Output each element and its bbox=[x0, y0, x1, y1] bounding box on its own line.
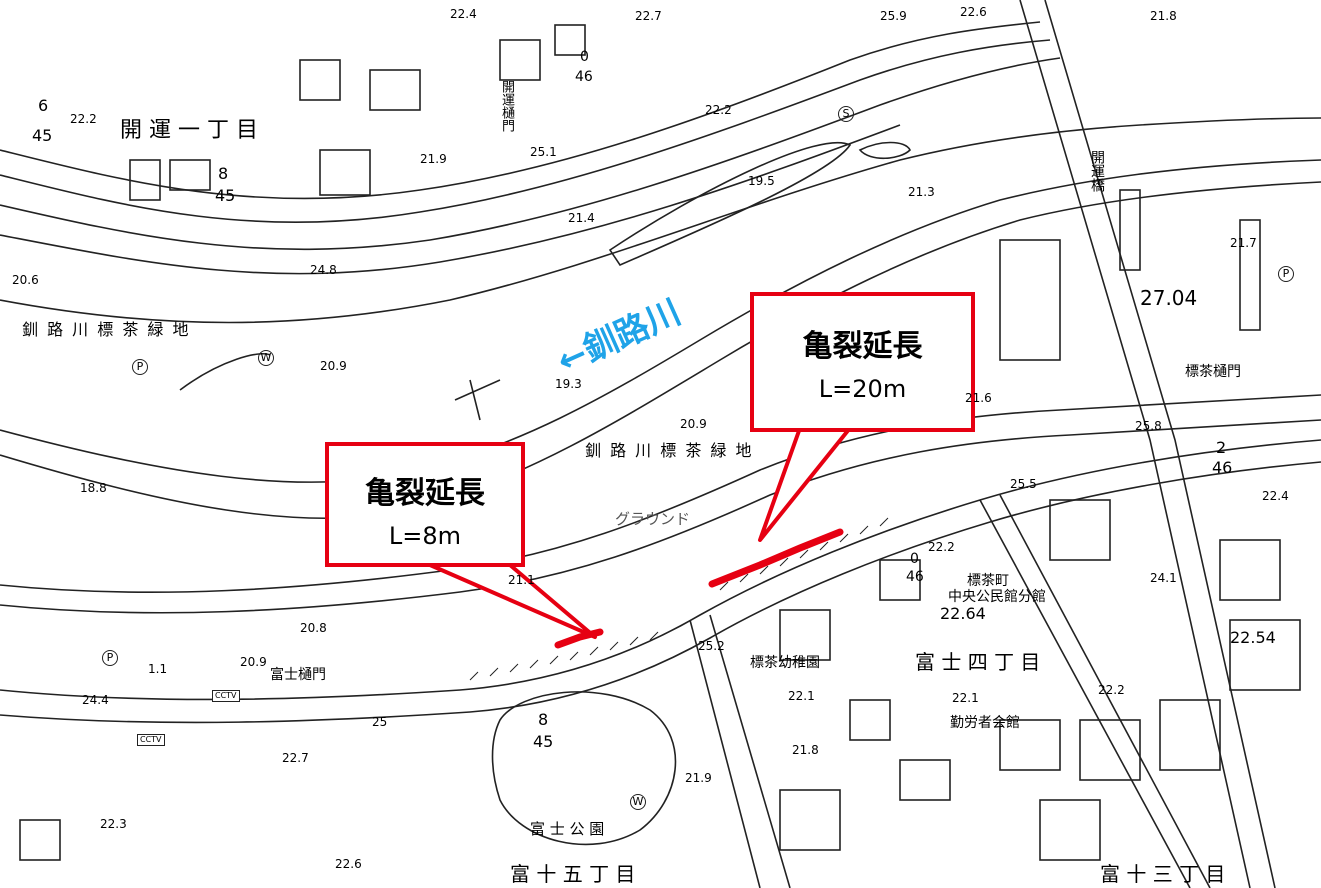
elevation-label: 19.5 bbox=[748, 174, 775, 188]
elevation-label: 21.1 bbox=[508, 573, 535, 587]
elevation-label: 27.04 bbox=[1140, 286, 1198, 310]
parking-icon: P bbox=[1278, 266, 1294, 282]
callout-crack-8m: 亀裂延長 L=8m bbox=[325, 442, 525, 567]
elevation-label: 22.1 bbox=[952, 691, 979, 705]
bridge-west-edge bbox=[1019, 0, 1251, 888]
place-label: 勤労者会館 bbox=[950, 715, 1020, 731]
lot-number: 46 bbox=[906, 569, 924, 585]
place-label: 標茶町 bbox=[967, 573, 1009, 589]
lot-number: 0 bbox=[910, 551, 919, 567]
elevation-label: 21.3 bbox=[908, 185, 935, 199]
elevation-label: 21.9 bbox=[685, 771, 712, 785]
elevation-label: 20.8 bbox=[300, 621, 327, 635]
elevation-label: 18.8 bbox=[80, 481, 107, 495]
callout-length: L=20m bbox=[818, 375, 907, 403]
place-label: 標茶幼稚園 bbox=[750, 655, 820, 671]
elevation-label: 20.9 bbox=[240, 655, 267, 669]
place-label: 中央公民館分館 bbox=[948, 589, 1046, 605]
elevation-label: 20.6 bbox=[12, 273, 39, 287]
lot-number: 0 bbox=[580, 49, 589, 65]
elevation-label: 25 bbox=[372, 715, 388, 729]
elevation-label: 24.1 bbox=[1150, 571, 1177, 585]
callout-crack-20m: 亀裂延長 L=20m bbox=[750, 292, 975, 432]
callout-length: L=8m bbox=[388, 522, 462, 550]
lot-number: 8 bbox=[538, 710, 549, 729]
elevation-label: 22.7 bbox=[635, 9, 662, 23]
elevation-label: 22.6 bbox=[960, 5, 987, 19]
well-icon: W bbox=[258, 350, 274, 366]
lot-number: 2 bbox=[1216, 438, 1227, 457]
bridge-east-edge bbox=[1044, 0, 1276, 888]
elevation-label: 22.7 bbox=[282, 751, 309, 765]
place-label: 釧 路 川 標 茶 緑 地 bbox=[585, 441, 754, 460]
place-label: 標茶樋門 bbox=[1185, 364, 1241, 380]
lot-number: 8 bbox=[218, 164, 229, 183]
lot-number: 46 bbox=[575, 69, 593, 85]
place-label: 富 士 公 園 bbox=[530, 820, 605, 838]
lot-number: 46 bbox=[1212, 458, 1233, 477]
callout-title: 亀裂延長 bbox=[802, 329, 923, 364]
callout-title: 亀裂延長 bbox=[365, 476, 485, 511]
elevation-label: 25.1 bbox=[530, 145, 557, 159]
elevation-label: 22.64 bbox=[940, 604, 986, 623]
parking-icon: P bbox=[102, 650, 118, 666]
elevation-label: 25.9 bbox=[880, 9, 907, 23]
elevation-label: 22.4 bbox=[1262, 489, 1289, 503]
place-label: 開運樋門 bbox=[499, 80, 514, 132]
cctv-icon: CCTV bbox=[137, 734, 165, 746]
elevation-label: 22.2 bbox=[1098, 683, 1125, 697]
north-embankment bbox=[0, 21, 1041, 200]
elevation-label: 22.6 bbox=[335, 857, 362, 871]
place-label: グラウンド bbox=[615, 510, 691, 528]
place-label: 富 士 四 丁 目 bbox=[915, 650, 1041, 674]
elevation-label: 22.2 bbox=[70, 112, 97, 126]
elevation-label: 20.9 bbox=[680, 417, 707, 431]
elevation-label: 22.4 bbox=[450, 7, 477, 21]
elevation-label: 22.54 bbox=[1230, 628, 1276, 647]
elevation-label: 22.2 bbox=[928, 540, 955, 554]
cctv-icon: CCTV bbox=[212, 690, 240, 702]
elevation-label: 21.9 bbox=[420, 152, 447, 166]
elevation-label: 22.2 bbox=[705, 103, 732, 117]
river-bank-north bbox=[0, 117, 1321, 324]
place-label: 富 十 五 丁 目 bbox=[510, 862, 636, 886]
parking-icon: P bbox=[132, 359, 148, 375]
well-icon: W bbox=[630, 794, 646, 810]
elevation-label: 19.3 bbox=[555, 377, 582, 391]
elevation-label: 25.8 bbox=[1135, 419, 1162, 433]
callout-pointer-20m bbox=[758, 426, 852, 542]
river-bank-south bbox=[0, 159, 1321, 483]
elevation-label: 21.4 bbox=[568, 211, 595, 225]
elevation-label: 22.1 bbox=[788, 689, 815, 703]
lot-number: 45 bbox=[533, 732, 554, 751]
lot-number: 6 bbox=[38, 96, 49, 115]
lot-number: 45 bbox=[215, 186, 236, 205]
elevation-label: 24.4 bbox=[82, 693, 109, 707]
elevation-label: 25.2 bbox=[698, 639, 725, 653]
elevation-label: 21.7 bbox=[1230, 236, 1257, 250]
place-label: 開 運 一 丁 目 bbox=[120, 118, 258, 143]
south-embankment bbox=[0, 394, 1321, 594]
elevation-label: 25.5 bbox=[1010, 477, 1037, 491]
elevation-label: 21.8 bbox=[1150, 9, 1177, 23]
elevation-label: 20.9 bbox=[320, 359, 347, 373]
place-label: 開運橋 bbox=[1089, 150, 1105, 192]
place-label: 富士樋門 bbox=[270, 667, 326, 683]
elevation-label: 21.6 bbox=[965, 391, 992, 405]
crack-20m bbox=[708, 528, 844, 588]
elevation-label: 22.3 bbox=[100, 817, 127, 831]
elevation-label: 24.8 bbox=[310, 263, 337, 277]
place-label: 釧 路 川 標 茶 緑 地 bbox=[22, 320, 191, 339]
lot-number: 45 bbox=[32, 126, 53, 145]
place-label: 富 十 三 丁 目 bbox=[1100, 862, 1226, 886]
elevation-label: 21.8 bbox=[792, 743, 819, 757]
shrine-icon: S bbox=[838, 106, 854, 122]
elevation-label: 1.1 bbox=[148, 662, 168, 676]
